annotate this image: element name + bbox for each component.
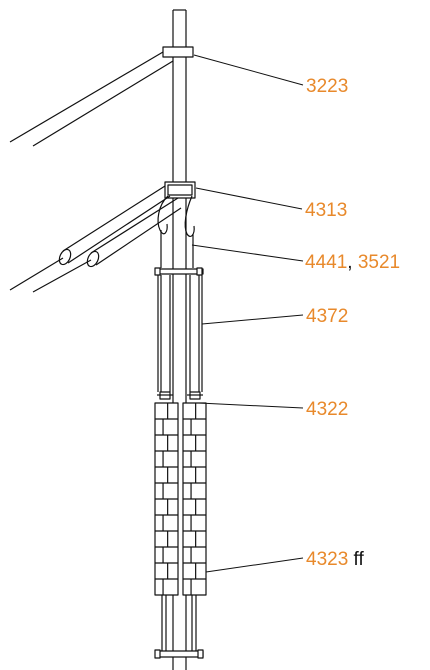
- callout-4323: 4323 ff: [306, 549, 364, 570]
- bottom-fittings: [154, 595, 204, 659]
- hanger-loops: [157, 195, 195, 268]
- insulator-strings: [154, 402, 207, 596]
- callout-4441-3521-part: 4441: [305, 252, 347, 273]
- upper-arm: [9, 51, 174, 147]
- callout-4372: 4372: [306, 306, 348, 327]
- callout-4313: 4313: [305, 200, 347, 221]
- callout-4441-3521-part: 3521: [358, 252, 400, 273]
- connection-fittings: [157, 391, 203, 400]
- callout-4441-3521: 4441, 3521: [305, 252, 400, 273]
- callout-4322: 4322: [306, 399, 348, 420]
- suspension-rods: [157, 275, 203, 392]
- callout-4323-part: ff: [348, 549, 364, 570]
- callout-labels: 3223 4313 4441, 3521 4372 4322 4323 ff: [305, 76, 400, 570]
- lower-clamp: [164, 181, 196, 199]
- callout-4322-part: 4322: [306, 399, 348, 420]
- lower-arm-tubes: [9, 185, 182, 293]
- callout-4372-part: 4372: [306, 306, 348, 327]
- callout-4441-3521-part: ,: [347, 252, 358, 273]
- callout-3223: 3223: [306, 76, 348, 97]
- callout-4323-part: 4323: [306, 549, 348, 570]
- leader-lines: [191, 54, 304, 573]
- upper-yoke: [154, 267, 204, 276]
- upper-clamp: [162, 46, 194, 58]
- callout-4313-part: 4313: [305, 200, 347, 221]
- callout-3223-part: 3223: [306, 76, 348, 97]
